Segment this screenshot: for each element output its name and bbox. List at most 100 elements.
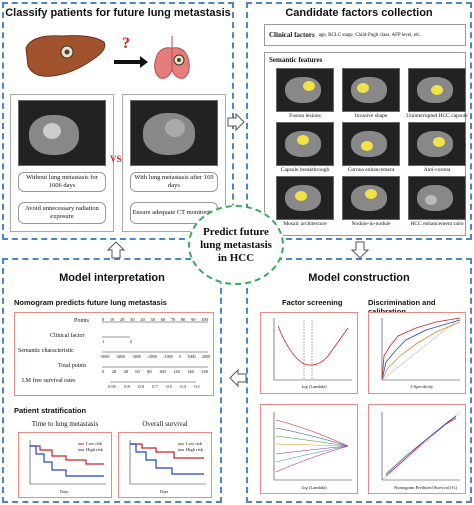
points-tick: 40 (140, 317, 145, 322)
total-tick: 160 (201, 369, 208, 374)
km2-high-risk-curve (130, 443, 204, 475)
feature-ct-8 (342, 176, 400, 220)
semantic-label: Semantic features (269, 56, 323, 64)
left-arrow-icon (229, 368, 247, 388)
feature-ct-2 (342, 68, 400, 112)
row-clinical: Clinical factor (50, 333, 85, 339)
ct-right (130, 100, 218, 166)
lasso-box (260, 312, 358, 394)
roc-box (368, 312, 466, 394)
calibration-title: Discrimination and calibration (368, 298, 436, 316)
points-tick: 80 (180, 317, 186, 322)
feature-ct-7 (276, 176, 334, 220)
lm-tick: 0.7 (152, 384, 158, 389)
km2-title: Overall survival (142, 420, 188, 428)
question-mark: ? (122, 35, 130, 52)
candidate-panel: Candidate factors collection Clinical fa… (246, 2, 472, 240)
interpretation-panel: Model interpretation Nomogram predicts f… (2, 258, 222, 503)
km1-legend-low: Low risk (86, 441, 103, 446)
feature-ct-9 (408, 176, 466, 220)
feature-label-6: Anti-corona (423, 167, 451, 173)
km1-title: Time to lung metastasis (31, 420, 99, 428)
total-tick: 100 (158, 369, 166, 374)
liver-lung-illustration: ? (25, 35, 190, 79)
points-tick: 10 (109, 317, 115, 322)
arrow-icon (114, 56, 148, 68)
stratification-title: Patient stratification (14, 406, 87, 415)
total-tick: 140 (187, 369, 194, 374)
feature-label-3: Uninterrupted HCC capsule (406, 113, 468, 119)
left-action: Avoid unnecessary radiation exposure (18, 202, 106, 224)
vs-label: VS (110, 154, 122, 164)
semantic-tick: 1000 (187, 354, 196, 359)
points-tick: 20 (120, 317, 125, 322)
lm-tick: 0.1 (194, 384, 200, 389)
roc-xlabel: 1-Specificity (410, 384, 434, 389)
km1-high-risk-curve (30, 445, 104, 477)
row-points: Points (74, 318, 90, 324)
total-tick: 80 (147, 369, 152, 374)
semantic-tick: -2000 (147, 354, 157, 359)
right-case-frame (122, 94, 226, 232)
km2-plot (129, 440, 206, 485)
km2-legend-low: Low risk (186, 441, 203, 446)
lm-tick: 0.9 (124, 384, 130, 389)
km2-xlabel: Days (160, 489, 169, 494)
center-goal: Predict future lung metastasis in HCC (188, 205, 284, 285)
screening-title: Factor screening (282, 298, 343, 307)
points-tick: 60 (160, 317, 166, 322)
km1-legend-high: High risk (86, 447, 103, 452)
clinical-tick: 2 (129, 339, 132, 344)
nomogram-title: Nomogram predicts future lung metastasis (14, 298, 167, 307)
points-tick: 70 (170, 317, 176, 322)
km1-box (18, 432, 112, 498)
right-action: Ensure adequate CT monitoring (130, 202, 218, 224)
lungs-icon (154, 36, 190, 79)
feature-ct-1 (276, 68, 334, 112)
points-tick: 50 (150, 317, 155, 322)
feature-label-5: Corona enhancement (347, 167, 395, 173)
row-total: Total points (58, 363, 87, 369)
right-caption: With lung metastasis after 169 days (130, 172, 218, 192)
left-caption: Without lung metastasis for 1606 days (18, 172, 106, 192)
lasso-xlabel: log (Lambda) (302, 384, 327, 389)
classify-title: Classify patients for future lung metast… (5, 7, 231, 19)
row-semantic: Semantic characteristic (18, 348, 74, 354)
points-tick: 0 (102, 317, 105, 322)
semantic-tick: -4000 (115, 354, 126, 359)
clinical-list: age, BCLC stage, Child-Pugh class, AFP l… (318, 32, 421, 38)
feature-label-2: Invasive shape (354, 113, 388, 119)
lm-tick: 0.3 (180, 384, 186, 389)
calibration-plot (381, 411, 461, 481)
left-case-frame (10, 94, 114, 232)
semantic-tick: -5000 (100, 354, 110, 359)
down-arrow-icon (350, 241, 370, 259)
lm-tick: 0.8 (138, 384, 144, 389)
feature-label-4: Capsule breakthrough (280, 167, 330, 173)
feature-label-9: HCC enhancement ratio (410, 221, 464, 227)
clinical-label: Clinical factors (269, 31, 315, 39)
calib-xlabel: Nomogram Predicted Survival (%) (394, 485, 457, 490)
construction-title: Model construction (308, 272, 410, 284)
clinical-box: Clinical factors age, BCLC stage, Child-… (264, 24, 466, 46)
km1-xlabel: Days (60, 489, 69, 494)
points-tick: 90 (191, 317, 196, 322)
classify-panel: Classify patients for future lung metast… (2, 2, 234, 240)
up-arrow-icon (106, 241, 126, 259)
row-lm: LM free survival rates (22, 378, 76, 384)
coef-xlabel: log (Lambda) (302, 485, 327, 490)
center-line-1: Predict future (203, 225, 269, 238)
total-tick: 120 (173, 369, 180, 374)
right-arrow-icon (227, 112, 245, 132)
feature-ct-6 (408, 122, 466, 166)
points-tick: 100 (201, 317, 208, 322)
ct-left (18, 100, 106, 166)
km2-low-risk-curve (130, 443, 204, 459)
total-tick: 60 (135, 369, 140, 374)
semantic-tick: 0 (179, 354, 182, 359)
semantic-tick: 2000 (202, 354, 210, 359)
feature-label-8: Nodule-in-nodule (351, 221, 391, 227)
semantic-tick: -3000 (131, 354, 141, 359)
feature-ct-4 (276, 122, 334, 166)
roc-plot (381, 317, 461, 381)
